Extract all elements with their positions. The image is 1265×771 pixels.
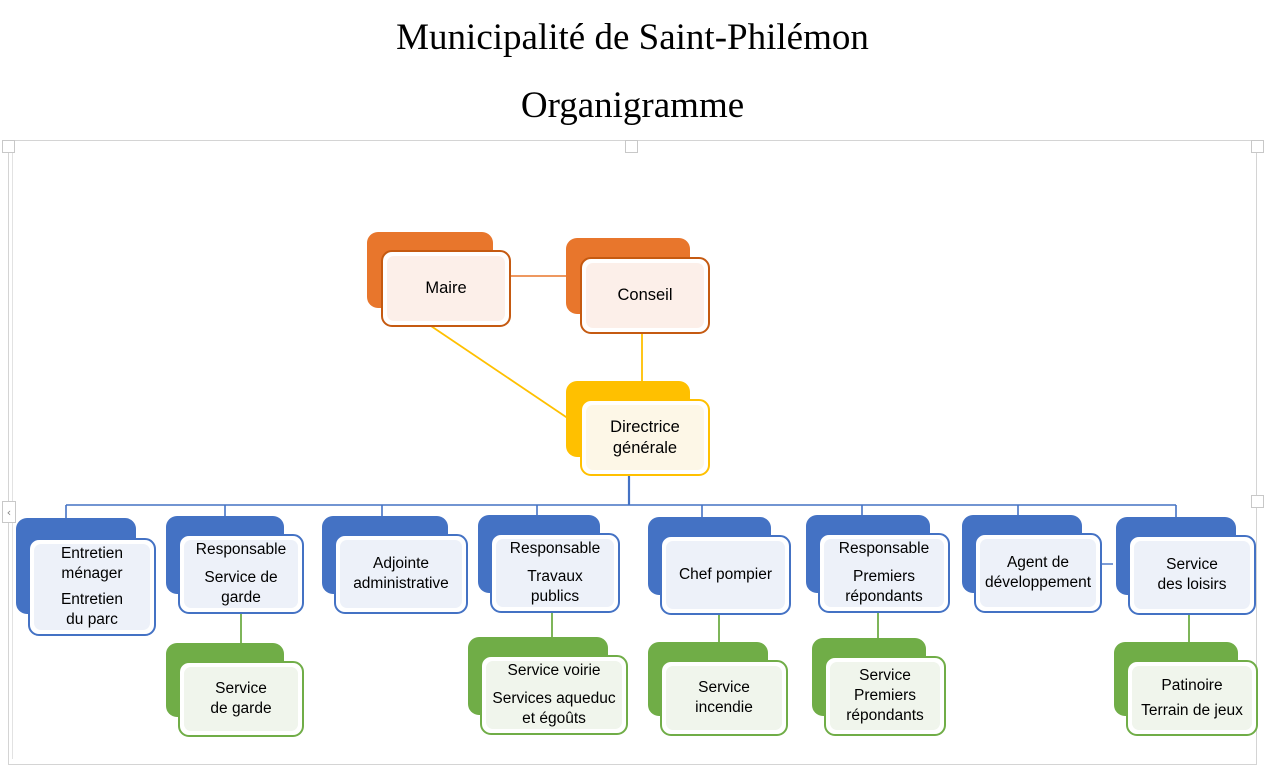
node-label-directrice: Directrice générale: [586, 405, 704, 470]
node-line: Service: [698, 679, 750, 696]
node-line: garde: [221, 589, 261, 606]
node-service-incendie[interactable]: Service incendie: [648, 642, 788, 736]
node-label-agent-dev: Agent de développement: [980, 539, 1096, 607]
node-line: Entretien: [60, 591, 124, 608]
node-line: du parc: [66, 611, 118, 628]
text-pane-chevron-icon[interactable]: ‹: [2, 501, 16, 523]
resize-handle-top-right[interactable]: [1251, 140, 1264, 153]
node-service-premiers-repondants[interactable]: Service Premiers répondants: [812, 638, 946, 736]
node-label-patinoire: Patinoire Terrain de jeux: [1132, 666, 1252, 730]
node-line: Service: [215, 680, 267, 697]
node-line: Service: [1166, 556, 1218, 573]
node-label-resp-premiers: Responsable Premiers répondants: [824, 539, 944, 607]
node-label-entretien: Entretien ménager Entretien du parc: [34, 544, 150, 630]
page-title: Municipalité de Saint-Philémon: [396, 17, 869, 58]
node-line: Adjointe: [372, 555, 429, 572]
node-line: Service de: [204, 569, 278, 586]
node-line: Entretien: [60, 545, 124, 562]
node-line: et égoûts: [522, 710, 586, 727]
node-label-service-incendie: Service incendie: [666, 666, 782, 730]
node-line: publics: [530, 588, 580, 605]
diagram-inner-border: [12, 146, 1253, 759]
node-line: Agent de: [1006, 554, 1070, 571]
node-chef-pompier[interactable]: Chef pompier: [648, 517, 791, 615]
node-line: des loisirs: [1157, 576, 1227, 593]
node-line: Travaux: [527, 568, 583, 585]
node-service-voirie-aqueduc[interactable]: Service voirie Services aqueduc et égoût…: [468, 637, 628, 735]
node-adjointe-administrative[interactable]: Adjointe administrative: [322, 516, 468, 614]
node-responsable-travaux-publics[interactable]: Responsable Travaux publics: [478, 515, 620, 613]
node-responsable-service-garde[interactable]: Responsable Service de garde: [166, 516, 304, 614]
node-line: Responsable: [509, 540, 601, 557]
node-label-service-loisirs: Service des loisirs: [1134, 541, 1250, 609]
node-line: Terrain de jeux: [1141, 701, 1243, 719]
node-label-chef-pompier: Chef pompier: [666, 541, 785, 609]
node-label-resp-garde: Responsable Service de garde: [184, 540, 298, 608]
node-entretien[interactable]: Entretien ménager Entretien du parc: [16, 518, 156, 636]
node-responsable-premiers-repondants[interactable]: Responsable Premiers répondants: [806, 515, 950, 613]
node-label-adjointe: Adjointe administrative: [340, 540, 462, 608]
node-patinoire-terrain-de-jeux[interactable]: Patinoire Terrain de jeux: [1114, 642, 1258, 736]
page-subtitle: Organigramme: [520, 85, 745, 126]
node-line: développement: [985, 574, 1091, 591]
node-agent-developpement[interactable]: Agent de développement: [962, 515, 1102, 613]
resize-handle-top-left[interactable]: [2, 140, 15, 153]
node-label-service-premiers: Service Premiers répondants: [830, 662, 940, 730]
node-label-service-garde: Service de garde: [184, 667, 298, 731]
node-label-maire: Maire: [387, 256, 505, 321]
node-line: Service: [859, 667, 911, 684]
node-directrice-generale[interactable]: Directrice générale: [566, 381, 710, 476]
node-label-conseil: Conseil: [586, 263, 704, 328]
node-line: administrative: [353, 575, 449, 592]
node-line: Services aqueduc: [492, 690, 616, 707]
resize-handle-top-center[interactable]: [625, 140, 638, 153]
node-line: répondants: [845, 588, 923, 605]
node-line: Directrice: [610, 417, 680, 436]
node-label-resp-travaux: Responsable Travaux publics: [496, 539, 614, 607]
node-line: Premiers: [852, 568, 915, 585]
node-line: incendie: [695, 699, 753, 716]
node-line: Responsable: [195, 541, 287, 558]
node-line: Premiers: [853, 687, 916, 704]
node-line: Maire: [425, 279, 467, 297]
node-line: de garde: [210, 700, 272, 717]
node-service-de-garde[interactable]: Service de garde: [166, 643, 304, 737]
node-maire[interactable]: Maire: [367, 232, 511, 327]
node-line: répondants: [846, 707, 924, 724]
node-line: Responsable: [838, 540, 930, 557]
node-line: générale: [612, 438, 678, 457]
node-line: Chef pompier: [678, 566, 773, 583]
node-line: ménager: [61, 565, 123, 582]
node-conseil[interactable]: Conseil: [566, 238, 710, 334]
node-label-service-voirie: Service voirie Services aqueduc et égoût…: [486, 661, 622, 729]
node-line: Conseil: [617, 286, 673, 304]
resize-handle-middle-right[interactable]: [1251, 495, 1264, 508]
node-line: Service voirie: [507, 662, 601, 679]
node-service-des-loisirs[interactable]: Service des loisirs: [1116, 517, 1256, 615]
node-line: Patinoire: [1161, 676, 1223, 694]
